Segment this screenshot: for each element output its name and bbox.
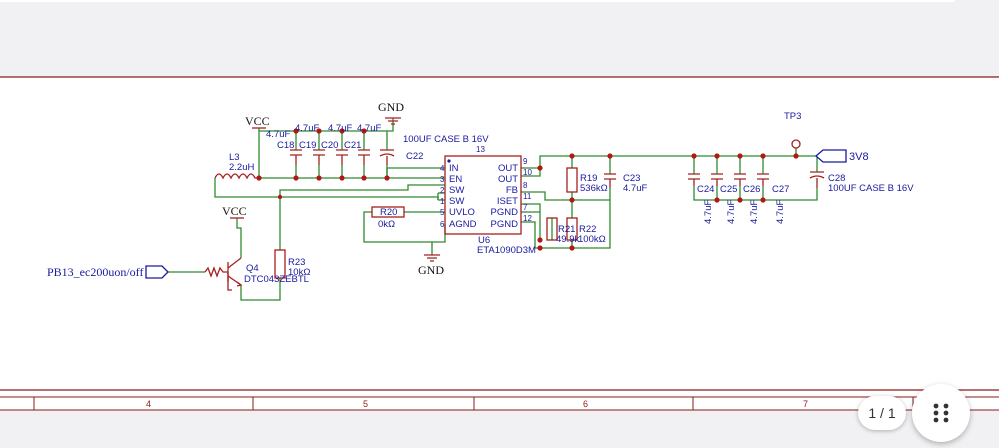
previous-page-bottom xyxy=(0,0,955,2)
r21-value: 49.9k xyxy=(556,234,579,245)
frame-col-7: 7 xyxy=(803,399,808,409)
ic-pin-num: 13 xyxy=(476,145,485,154)
ic-pin-iset: ISET xyxy=(497,196,518,207)
c21-value: 4.7uF xyxy=(357,123,381,134)
ic-pin-num: 11 xyxy=(523,192,532,201)
grip-dots-icon xyxy=(933,403,949,423)
ic-pin-sw2: SW xyxy=(449,196,464,207)
ic-pin-num: 7 xyxy=(523,203,528,212)
ic-pin-num: 9 xyxy=(523,157,528,166)
c23-value: 4.7uF xyxy=(623,183,647,194)
symbols xyxy=(204,117,825,291)
ic-pin-num: 2 xyxy=(440,186,445,195)
frame-col-6: 6 xyxy=(583,399,588,409)
r19-value: 536kΩ xyxy=(580,183,608,194)
labels: VCC VCC GND GND TP3 3V8 PB13_ec200uon/of… xyxy=(47,100,914,285)
ic-pin-agnd: AGND xyxy=(449,219,477,230)
ic-pin-out1: OUT xyxy=(498,163,518,174)
c24-ref: C24 xyxy=(697,184,714,195)
c27-value: 4.7uF xyxy=(775,200,786,224)
net-port-3v8 xyxy=(815,149,847,163)
net-port-input xyxy=(145,265,169,279)
ic-pin-num: 4 xyxy=(440,164,445,173)
vcc-top-label: VCC xyxy=(245,114,270,128)
ic-pin-num: 5 xyxy=(440,208,445,217)
c22-value: 100UF CASE B 16V xyxy=(403,134,489,145)
r20-ref: R20 xyxy=(380,207,397,218)
c27-ref: C27 xyxy=(772,184,789,195)
r21-ref: R21 xyxy=(558,224,575,235)
r22-ref: R22 xyxy=(579,224,596,235)
ic-pin-num: 3 xyxy=(440,175,445,184)
ic-pin-en: EN xyxy=(449,174,462,185)
c23-ref: C23 xyxy=(623,173,640,184)
c26-ref: C26 xyxy=(743,184,760,195)
gnd-top-label: GND xyxy=(378,100,404,114)
r23-ref: R23 xyxy=(288,257,305,268)
l3-ref: L3 xyxy=(229,152,240,163)
c19-ref: C19 xyxy=(299,140,316,151)
ic-pin-num: 12 xyxy=(523,214,532,223)
c28-ref: C28 xyxy=(828,173,845,184)
c25-value: 4.7uF xyxy=(726,200,737,224)
frame-border: 4 5 6 7 xyxy=(0,389,999,411)
ic-pin-fb: FB xyxy=(506,185,518,196)
frame-col-5: 5 xyxy=(363,399,368,409)
gnd-bottom-label: GND xyxy=(418,263,444,277)
enable-net-label: PB13_ec200uon/off xyxy=(47,265,143,279)
c21-ref: C21 xyxy=(344,140,361,151)
ic-pin-in: IN xyxy=(449,163,459,174)
ic-pin-out2: OUT xyxy=(498,174,518,185)
l3-value: 2.2uH xyxy=(229,162,254,173)
ic-pin-num: 10 xyxy=(523,168,532,177)
c19-value: 4.7uF xyxy=(295,123,319,134)
ic-pin-sw1: SW xyxy=(449,185,464,196)
ic-pin-num: 8 xyxy=(523,181,528,190)
tp3-label: TP3 xyxy=(784,111,801,122)
c24-value: 4.7uF xyxy=(703,200,714,224)
ic-pin-num: 1 xyxy=(440,197,445,206)
schematic-page xyxy=(0,77,999,410)
r19-ref: R19 xyxy=(580,173,597,184)
q4-ref: Q4 xyxy=(246,263,259,274)
q4-part: DTC043ZEBTL xyxy=(244,274,309,285)
ic-pin-pgnd2: PGND xyxy=(491,219,519,230)
ic-pin-pgnd1: PGND xyxy=(491,207,519,218)
viewer-menu-button[interactable] xyxy=(912,384,970,442)
r23-value: 10kΩ xyxy=(288,267,310,278)
page-indicator-text: 1 / 1 xyxy=(868,405,896,421)
u6-ref: U6 xyxy=(478,235,490,246)
c26-value: 4.7uF xyxy=(749,200,760,224)
c18-value: 4.7uF xyxy=(266,129,290,140)
r20-value: 0kΩ xyxy=(378,219,395,230)
frame-col-4: 4 xyxy=(146,399,151,409)
c20-value: 4.7uF xyxy=(328,123,352,134)
page-indicator[interactable]: 1 / 1 xyxy=(858,396,906,430)
ic-pin-uvlo: UVLO xyxy=(449,207,475,218)
c25-ref: C25 xyxy=(720,184,737,195)
ic-pin-num: 6 xyxy=(440,220,445,229)
u6-part: ETA1090D3M xyxy=(477,245,536,256)
c22-ref: C22 xyxy=(406,151,423,162)
c28-value: 100UF CASE B 16V xyxy=(828,183,914,194)
c18-ref: C18 xyxy=(277,140,294,151)
junction-dots xyxy=(256,128,799,251)
vcc-mid-label: VCC xyxy=(222,204,247,218)
v38-label: 3V8 xyxy=(849,151,869,163)
c20-ref: C20 xyxy=(321,140,338,151)
r22-value: 100kΩ xyxy=(578,234,606,245)
